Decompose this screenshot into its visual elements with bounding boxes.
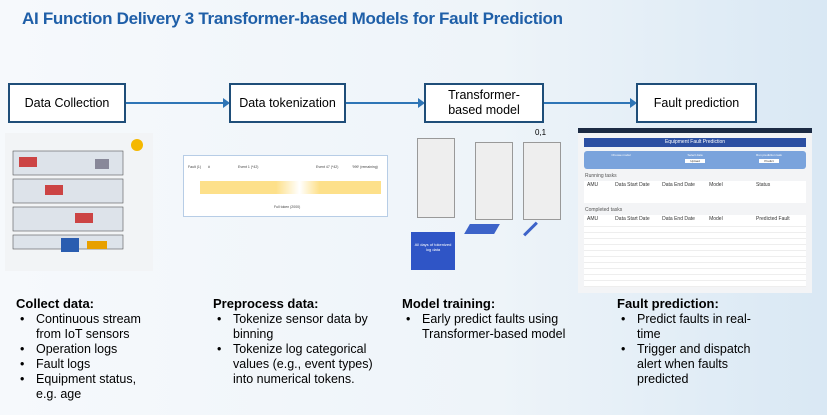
factory-illustration [12,139,143,252]
column-header: AMU [587,182,599,188]
app-header: Equipment Fault Prediction [584,138,806,147]
choose-model-label: Choose model [611,153,631,157]
column-header: Predicted Fault [756,216,790,222]
column-header: Status [756,182,771,188]
column-header: Data End Date [662,182,695,188]
output-label: 0,1 [535,128,547,137]
step-label: Transformer-based model [448,88,520,117]
column-header: Data End Date [662,216,695,222]
bullet: Tokenize log categorical values (e.g., e… [213,342,388,387]
completed-tasks-heading: Completed tasks [585,207,623,213]
column-fault-prediction: Fault prediction: Predict faults in real… [617,296,787,387]
running-table-header: AMU Data Start Date Data End Date Model … [584,181,806,190]
column-header: Model [709,182,723,188]
bullet: Continuous stream from IoT sensors [16,312,156,342]
transformer-diagram: 0,1 All days of tokenized log data [395,128,565,273]
column-heading: Collect data: [16,296,95,311]
running-tasks-table: AMU Data Start Date Data End Date Model … [584,181,806,203]
column-preprocess-data: Preprocess data: Tokenize sensor data by… [213,296,393,387]
input-label: All days of tokenized log data [414,242,452,252]
column-heading: Model training: [402,296,496,311]
upload-button[interactable]: Upload [685,159,705,163]
full-token-label: Full token (2000) [274,205,301,209]
app-title: Equipment Fault Prediction [664,139,726,145]
column-header: Model [709,216,723,222]
page-title: AI Function Delivery 3 Transformer-based… [22,9,563,28]
column-header: AMU [587,216,599,222]
remaining-label: '999' (remaining) [352,165,378,169]
factory-sensor-diagram [5,133,153,271]
column-heading: Preprocess data: [213,296,319,311]
arrow-icon [126,98,230,108]
column-header: Data Start Date [615,182,650,188]
bullet: Equipment status, e.g. age [16,372,141,402]
step-data-collection: Data Collection [8,83,126,123]
bullet: Early predict faults using Transformer-b… [402,312,567,342]
step-label: Data tokenization [239,95,336,110]
step-label: Data Collection [24,95,110,110]
column-collect-data: Collect data: Continuous stream from IoT… [16,296,196,402]
select-data-label: Select data [687,153,703,157]
arrow-icon [346,98,425,108]
tokenization-figure: Fault (1) # Event 1 (*42) Event 47 (*42)… [183,155,388,217]
event1-label: Event 1 (*42) [238,165,259,169]
bullet: Tokenize sensor data by binning [213,312,393,342]
column-heading: Fault prediction: [617,296,719,311]
run-task-label: Run prediction task [756,153,782,157]
step-transformer-model: Transformer-based model [424,83,544,123]
bullet: Predict faults in real-time [617,312,772,342]
bullet: Fault logs [16,357,196,372]
running-tasks-heading: Running tasks [585,173,617,179]
column-model-training: Model training: Early predict faults usi… [402,296,572,342]
column-header: Data Start Date [615,216,650,222]
step-fault-prediction: Fault prediction [636,83,757,123]
completed-tasks-table: AMU Data Start Date Data End Date Model … [584,215,806,287]
step-data-tokenization: Data tokenization [229,83,346,123]
bullet: Operation logs [16,342,196,357]
hash-token-label: # [208,165,210,169]
token-bar [200,181,381,194]
app-screenshot: Equipment Fault Prediction Choose model … [578,128,812,293]
step-label: Fault prediction [653,95,740,110]
fault-token-label: Fault (1) [188,165,202,169]
predict-button[interactable]: Predict [759,159,779,163]
completed-table-header: AMU Data Start Date Data End Date Model … [584,215,806,224]
input-data-cube: All days of tokenized log data [411,232,455,270]
bullet: Trigger and dispatch alert when faults p… [617,342,767,387]
event47-label: Event 47 (*42) [316,165,339,169]
arrow-icon [544,98,637,108]
